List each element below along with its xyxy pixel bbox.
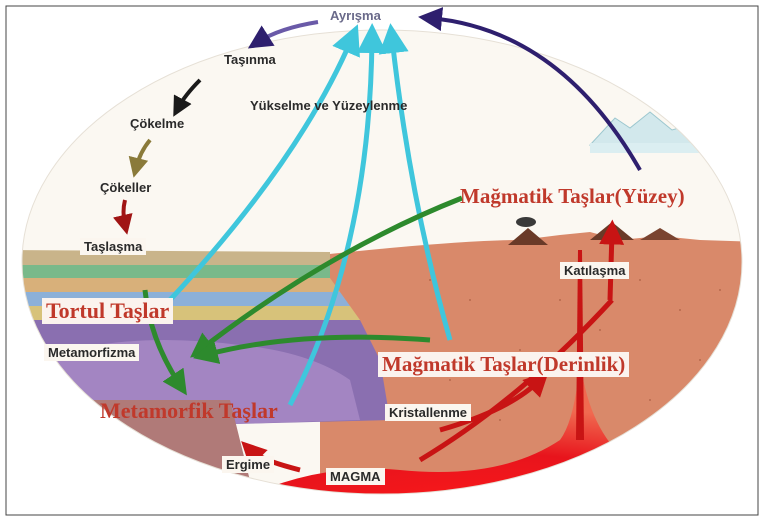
rock-label-tortul: Tortul Taşlar [42, 298, 173, 324]
label-ayrisma: Ayrışma [330, 8, 381, 23]
label-metamorfizma: Metamorfizma [44, 344, 139, 361]
rock-label-metamorfik: Metamorfik Taşlar [100, 398, 278, 424]
label-magma: MAGMA [326, 468, 385, 485]
label-cokeller: Çökeller [100, 180, 151, 195]
label-ergime: Ergime [222, 456, 274, 473]
rock-label-magmatik-yuzey: Mağmatik Taşlar(Yüzey) [460, 184, 685, 209]
label-katilasma: Katılaşma [560, 262, 629, 279]
label-tasinma: Taşınma [224, 52, 276, 67]
label-taslasma: Taşlaşma [80, 238, 146, 255]
label-cokelme: Çökelme [130, 116, 184, 131]
rock-label-magmatik-derinlik: Mağmatik Taşlar(Derinlik) [378, 352, 629, 377]
label-yukselme: Yükselme ve Yüzeylenme [250, 98, 407, 113]
label-kristallenme: Kristallenme [385, 404, 471, 421]
